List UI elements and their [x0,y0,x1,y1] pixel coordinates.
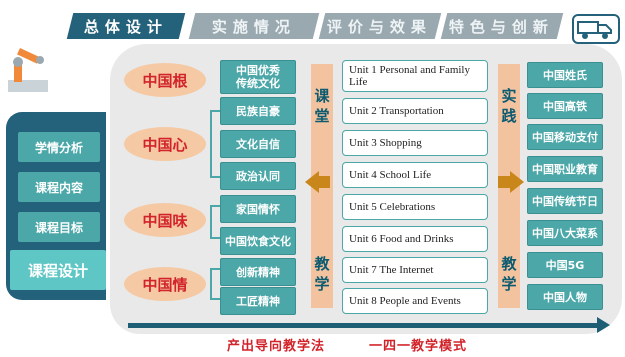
value-food-culture: 中国饮食文化 [220,227,296,255]
tab-implementation[interactable]: 实施情况 [188,13,320,39]
value-innovation: 创新精神 [220,258,296,286]
bottom-arrow-shaft [128,323,598,328]
bracket-flavor [210,205,220,239]
footer-method: 产出导向教学法 [227,339,326,354]
bracket-affection [210,268,220,300]
sidebar-item-course-goals[interactable]: 课程目标 [18,212,100,242]
practice-people: 中国人物 [527,284,603,310]
sidebar-item-learner-analysis[interactable]: 学情分析 [18,132,100,162]
practice-high-speed-rail: 中国高铁 [527,93,603,119]
tab-innovation[interactable]: 特色与创新 [440,13,564,39]
bracket-heart [210,110,220,178]
value-cultural-confidence: 文化自信 [220,130,296,158]
arrow-left-icon [305,171,319,193]
practice-eight-cuisines: 中国八大菜系 [527,220,603,246]
sidebar-item-course-content[interactable]: 课程内容 [18,172,100,202]
root-china-heart: 中国心 [124,127,206,161]
value-political-identity: 政治认同 [220,162,296,190]
truck-icon [572,14,620,44]
unit-6[interactable]: Unit 6 Food and Drinks [342,226,488,252]
unit-7[interactable]: Unit 7 The Internet [342,257,488,283]
value-national-pride: 民族自豪 [220,97,296,125]
bottom-arrow-icon [597,317,610,333]
value-traditional-culture: 中国优秀 传统文化 [220,60,296,94]
unit-5[interactable]: Unit 5 Celebrations [342,194,488,220]
unit-2[interactable]: Unit 2 Transportation [342,98,488,124]
unit-8[interactable]: Unit 8 People and Events [342,288,488,314]
robot-arm-icon [4,40,54,96]
practice-mobile-payment: 中国移动支付 [527,124,603,150]
root-china-roots: 中国根 [124,63,206,97]
practice-vocational-education: 中国职业教育 [527,156,603,182]
sidebar-item-course-design[interactable]: 课程设计 [10,250,106,290]
practice-surnames: 中国姓氏 [527,62,603,88]
arrow-right-shaft [498,176,510,188]
tab-overall-design[interactable]: 总体设计 [66,13,186,39]
footer-model: 一四一教学模式 [369,339,468,354]
practice-5g: 中国5G [527,252,603,278]
root-china-flavor: 中国味 [124,203,206,237]
value-craftsmanship: 工匠精神 [220,287,296,315]
tab-evaluation[interactable]: 评价与效果 [318,13,442,39]
practice-traditional-festivals: 中国传统节日 [527,188,603,214]
unit-3[interactable]: Unit 3 Shopping [342,130,488,156]
arrow-right-icon [510,171,524,193]
top-nav: 总体设计 实施情况 评价与效果 特色与创新 [0,0,625,44]
arrow-left-shaft [318,176,330,188]
unit-1[interactable]: Unit 1 Personal and Family Life [342,60,488,92]
unit-4[interactable]: Unit 4 School Life [342,162,488,188]
root-china-affection: 中国情 [124,267,206,301]
value-patriotism: 家国情怀 [220,195,296,223]
